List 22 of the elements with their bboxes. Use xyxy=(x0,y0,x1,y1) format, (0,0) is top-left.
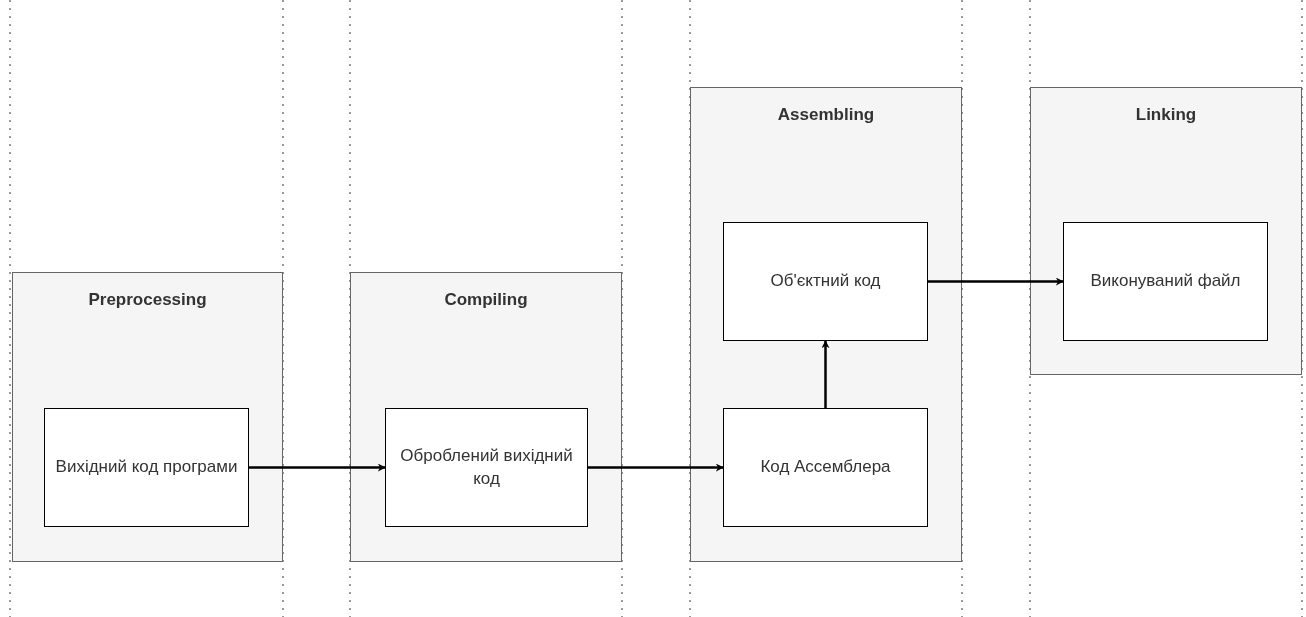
stage-title: Preprocessing xyxy=(87,290,208,310)
process-box xyxy=(385,408,588,527)
arrow xyxy=(821,340,830,408)
arrow xyxy=(249,463,386,472)
stage-panel xyxy=(12,272,283,562)
process-box xyxy=(44,408,249,527)
process-box xyxy=(723,408,928,527)
stage-panel xyxy=(1030,87,1302,375)
box-label: Виконуваний файл xyxy=(1089,270,1242,293)
stage-panel xyxy=(350,272,622,562)
box-label: Оброблений вихідний код xyxy=(399,444,574,490)
stage-title: Assembling xyxy=(776,105,876,125)
arrow xyxy=(588,463,724,472)
stage-title: Linking xyxy=(1134,105,1198,125)
arrow xyxy=(928,277,1064,286)
box-label: Вихідний код програми xyxy=(54,456,239,479)
process-box xyxy=(1063,222,1268,341)
box-label: Об'єктний код xyxy=(769,270,882,293)
stage-panel xyxy=(690,87,962,562)
stage-title: Compiling xyxy=(443,290,529,310)
box-label: Код Ассемблера xyxy=(759,456,892,479)
process-box xyxy=(723,222,928,341)
